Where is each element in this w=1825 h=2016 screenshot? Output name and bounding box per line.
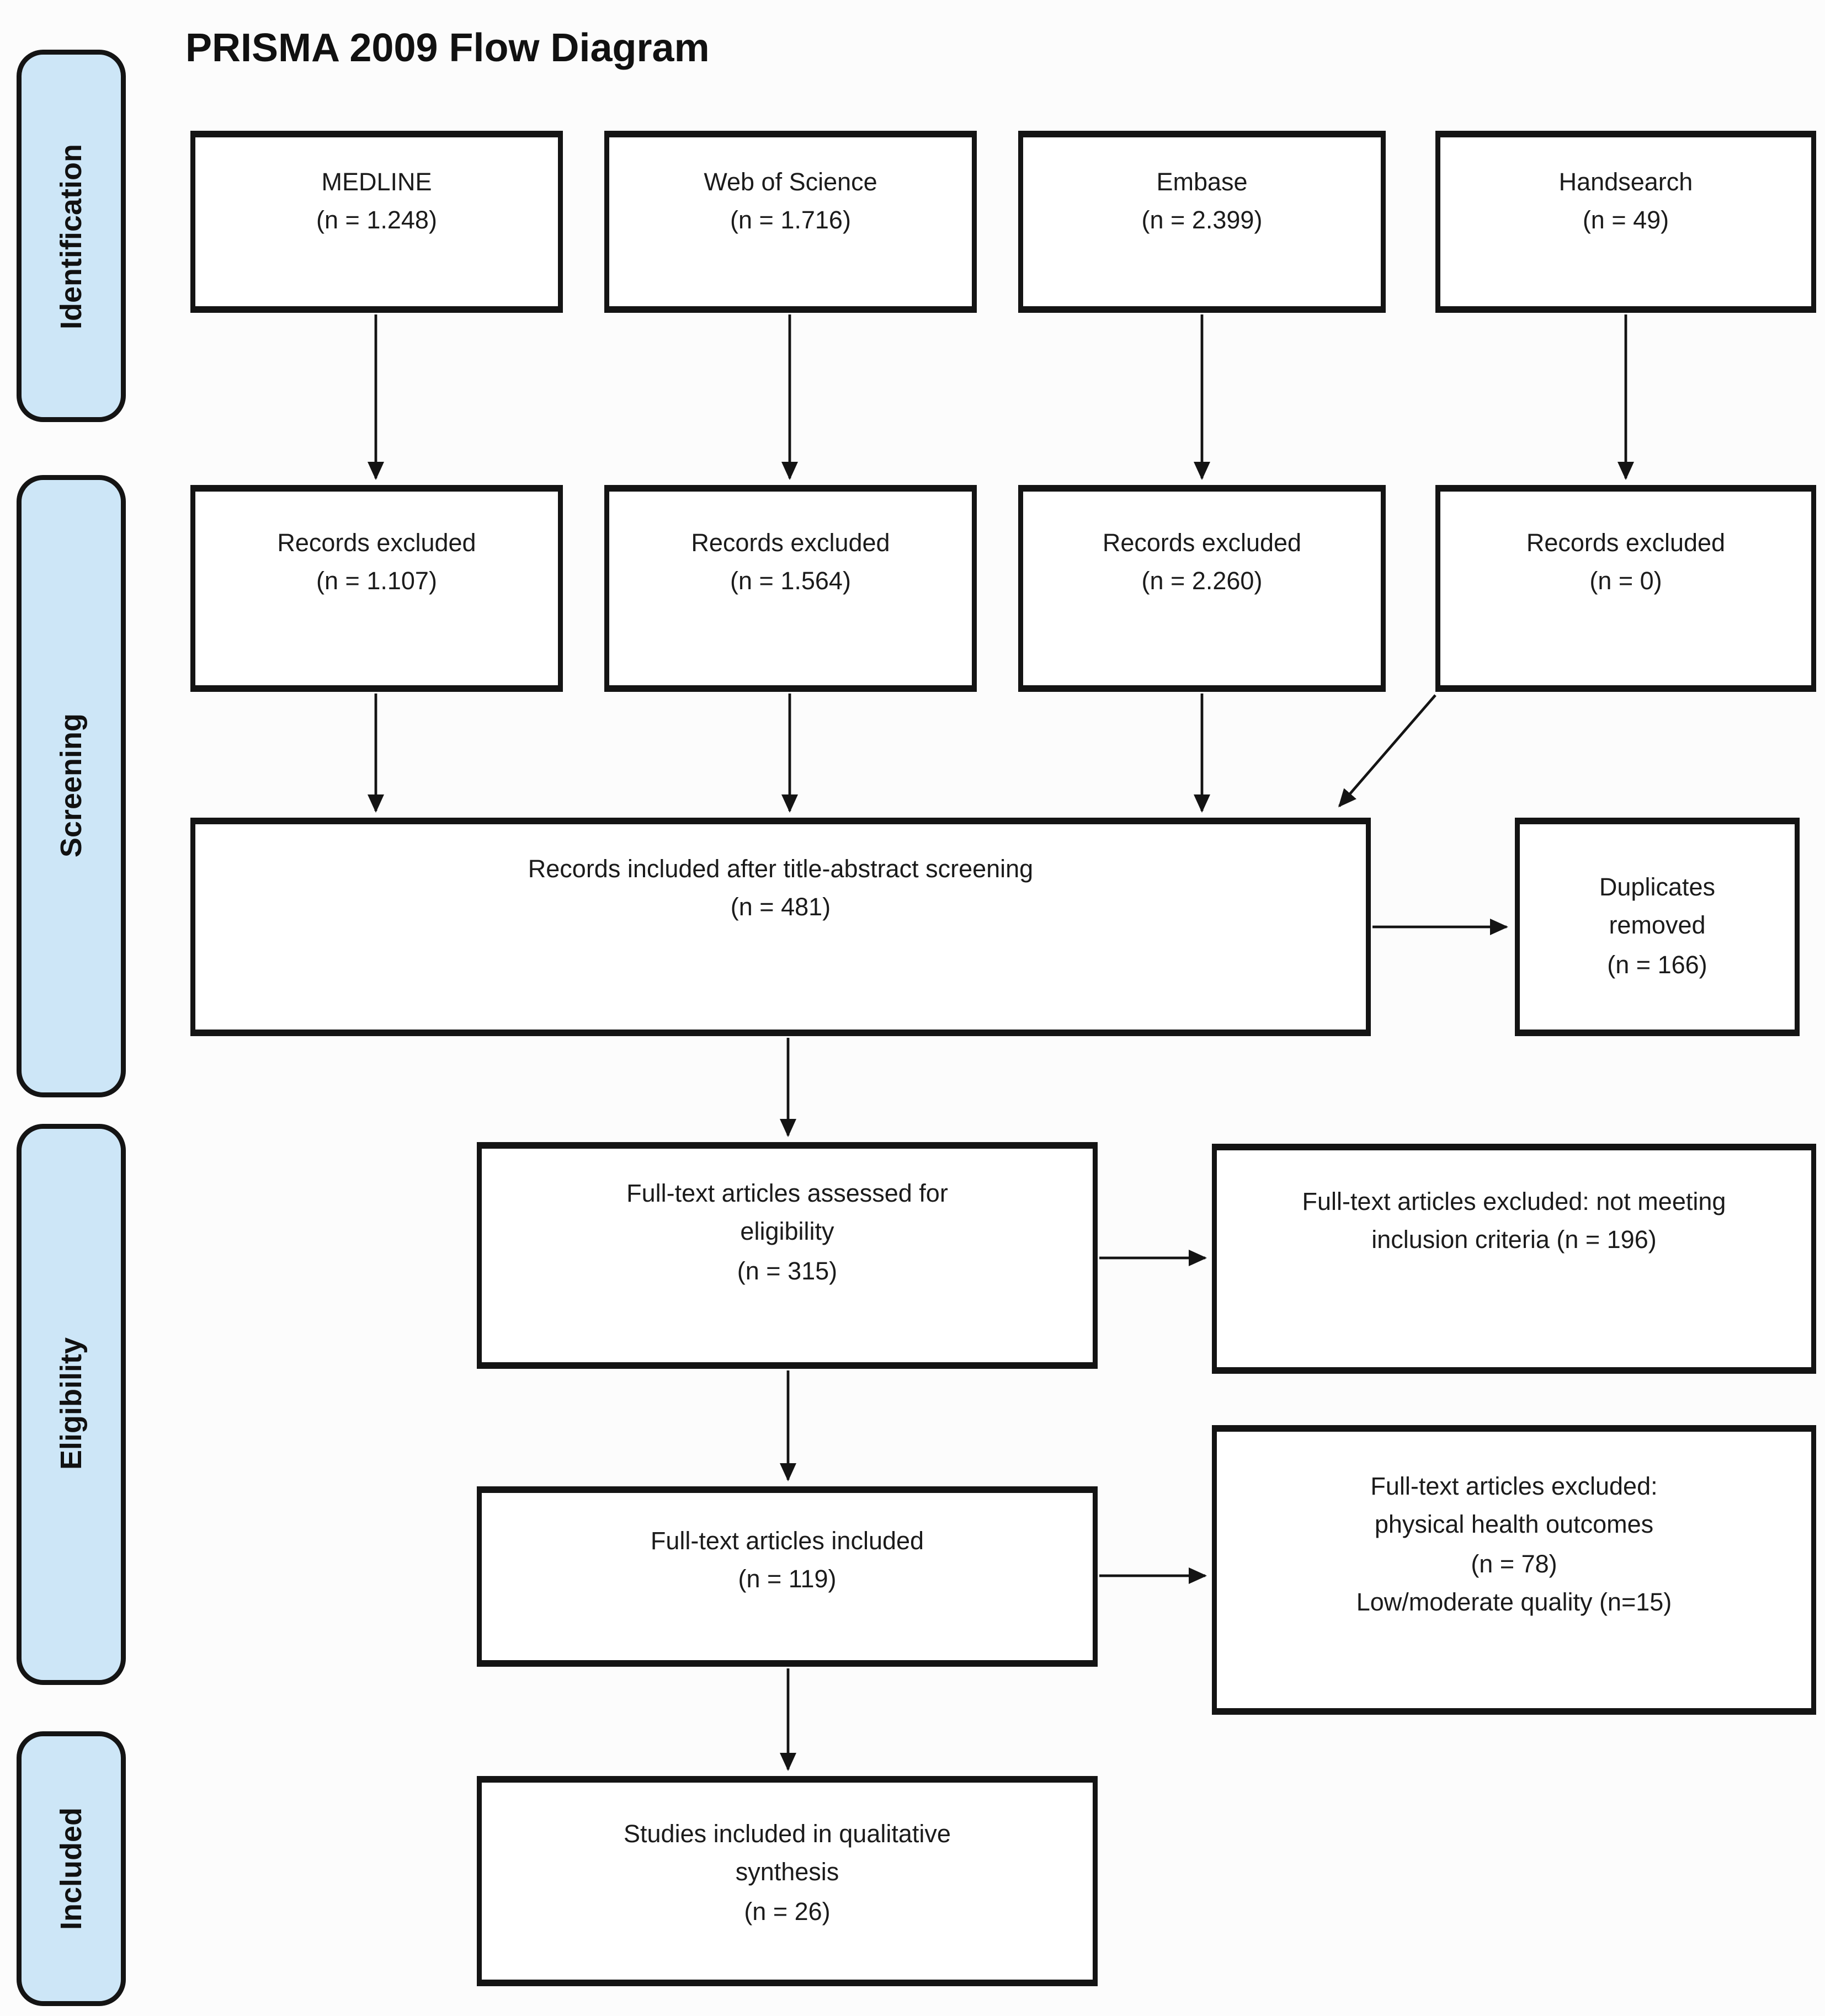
box-fulltext-excluded-quality-label: Full-text articles excluded: physical he…	[1370, 1473, 1658, 1540]
box-records-excluded-webofscience-count: (n = 1.564)	[730, 568, 851, 596]
box-web-of-science-label: Web of Science	[704, 169, 877, 197]
box-records-excluded-webofscience-label: Records excluded	[691, 530, 890, 558]
box-records-excluded-medline: Records excluded (n = 1.107)	[190, 485, 563, 692]
box-fulltext-assessed: Full-text articles assessed for eligibil…	[477, 1142, 1098, 1369]
box-qualitative-synthesis-label: Studies included in qualitative synthesi…	[624, 1821, 951, 1887]
phase-eligibility-label: Eligibility	[54, 1338, 87, 1471]
box-records-excluded-medline-label: Records excluded	[277, 530, 476, 558]
box-embase-count: (n = 2.399)	[1141, 207, 1263, 236]
box-fulltext-excluded-quality-count: (n = 78)	[1471, 1550, 1557, 1578]
box-medline: MEDLINE (n = 1.248)	[190, 131, 563, 313]
arrow-excluded4-to-screening-diagonal	[1338, 694, 1436, 808]
box-fulltext-assessed-count: (n = 315)	[737, 1257, 838, 1286]
phase-identification: Identification	[17, 50, 126, 422]
box-fulltext-excluded-criteria-label: Full-text articles excluded: not meeting…	[1302, 1188, 1726, 1255]
box-duplicates-removed: Duplicates removed (n = 166)	[1515, 818, 1800, 1036]
box-fulltext-excluded-quality-label2: Low/moderate quality (n=15)	[1356, 1588, 1672, 1617]
diagram-title: PRISMA 2009 Flow Diagram	[185, 26, 710, 71]
box-web-of-science-count: (n = 1.716)	[730, 207, 851, 236]
box-records-excluded-handsearch-label: Records excluded	[1526, 530, 1726, 558]
phase-eligibility: Eligibility	[17, 1124, 126, 1685]
box-records-excluded-medline-count: (n = 1.107)	[316, 568, 437, 596]
box-records-excluded-embase: Records excluded (n = 2.260)	[1018, 485, 1386, 692]
box-embase-label: Embase	[1156, 169, 1248, 197]
box-records-included-after-screening-label: Records included after title-abstract sc…	[528, 856, 1034, 884]
phase-included-label: Included	[54, 1807, 87, 1930]
box-records-excluded-handsearch-count: (n = 0)	[1589, 568, 1662, 596]
box-records-included-after-screening-count: (n = 481)	[730, 894, 831, 922]
box-fulltext-included: Full-text articles included (n = 119)	[477, 1486, 1098, 1667]
box-fulltext-assessed-label: Full-text articles assessed for eligibil…	[626, 1180, 948, 1247]
box-qualitative-synthesis-count: (n = 26)	[744, 1897, 831, 1926]
box-medline-label: MEDLINE	[321, 169, 432, 197]
box-qualitative-synthesis: Studies included in qualitative synthesi…	[477, 1776, 1098, 1986]
box-handsearch-count: (n = 49)	[1582, 207, 1669, 236]
box-embase: Embase (n = 2.399)	[1018, 131, 1386, 313]
phase-included: Included	[17, 1731, 126, 2006]
phase-screening-label: Screening	[54, 714, 87, 858]
box-records-excluded-webofscience: Records excluded (n = 1.564)	[604, 485, 977, 692]
box-duplicates-removed-count: (n = 166)	[1607, 951, 1707, 979]
box-web-of-science: Web of Science (n = 1.716)	[604, 131, 977, 313]
box-fulltext-excluded-quality: Full-text articles excluded: physical he…	[1212, 1425, 1816, 1715]
box-fulltext-included-label: Full-text articles included	[650, 1528, 924, 1556]
phase-screening: Screening	[17, 475, 126, 1097]
box-medline-count: (n = 1.248)	[316, 207, 437, 236]
box-fulltext-excluded-criteria: Full-text articles excluded: not meeting…	[1212, 1144, 1816, 1374]
box-fulltext-included-count: (n = 119)	[738, 1566, 837, 1594]
box-records-excluded-embase-label: Records excluded	[1102, 530, 1302, 558]
box-handsearch: Handsearch (n = 49)	[1435, 131, 1816, 313]
box-records-excluded-handsearch: Records excluded (n = 0)	[1435, 485, 1816, 692]
box-handsearch-label: Handsearch	[1558, 169, 1693, 197]
box-records-included-after-screening: Records included after title-abstract sc…	[190, 818, 1371, 1036]
phase-identification-label: Identification	[54, 143, 87, 329]
box-duplicates-removed-label: Duplicates removed	[1599, 874, 1716, 941]
box-records-excluded-embase-count: (n = 2.260)	[1141, 568, 1263, 596]
